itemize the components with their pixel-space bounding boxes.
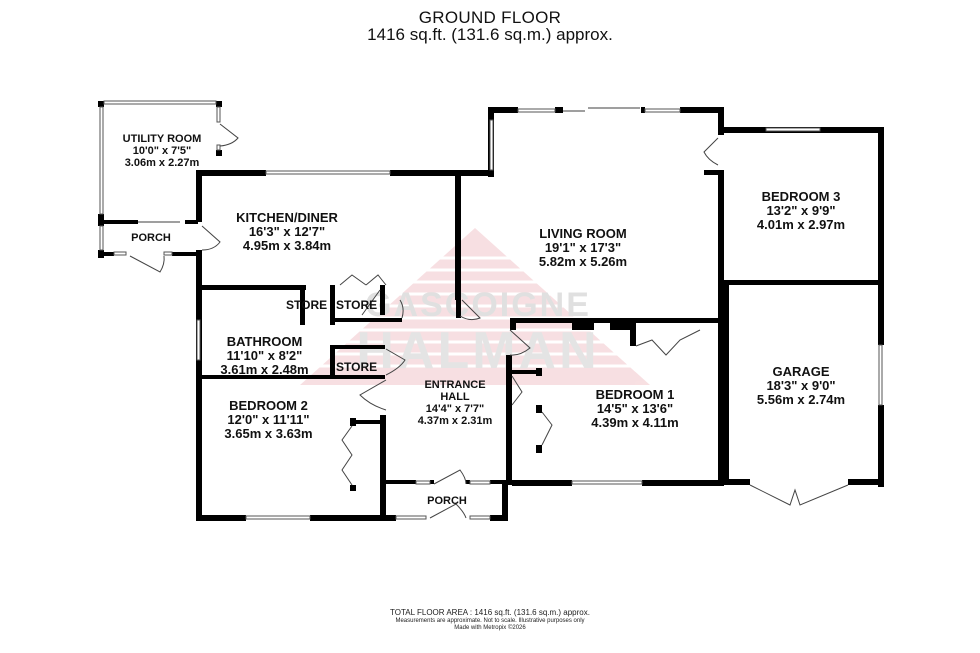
room-name: BATHROOM [226, 334, 303, 349]
room-bedroom-2: BEDROOM 2 12'0" x 11'11" 3.65m x 3.63m [206, 399, 331, 441]
room-name: BEDROOM 1 [595, 387, 675, 402]
room-bedroom-1: BEDROOM 1 14'5" x 13'6" 4.39m x 4.11m [570, 388, 700, 430]
watermark-logo: GASCOIGNE HALMAN [290, 228, 670, 385]
room-name-2: HALL [440, 391, 470, 403]
room-imperial: 14'5" x 13'6" [596, 401, 674, 416]
room-imperial: 19'1" x 17'3" [544, 240, 622, 255]
room-imperial: 12'0" x 11'11" [227, 412, 310, 427]
room-metric: 5.56m x 2.74m [756, 392, 846, 407]
room-imperial: 16'3" x 12'7" [248, 224, 326, 239]
credit: Made with Metropix ©2026 [454, 625, 526, 631]
room-metric: 4.01m x 2.97m [756, 217, 846, 232]
room-metric: 3.65m x 3.63m [224, 426, 313, 441]
room-utility: UTILITY ROOM 10'0" x 7'5" 3.06m x 2.27m [112, 133, 212, 169]
room-imperial: 10'0" x 7'5" [132, 145, 192, 157]
disclaimer: Measurements are approximate. Not to sca… [395, 618, 585, 624]
floor-title: GROUND FLOOR [418, 8, 562, 27]
room-garage: GARAGE 18'3" x 9'0" 5.56m x 2.74m [736, 365, 866, 407]
room-name: BEDROOM 3 [761, 189, 841, 204]
room-metric: 4.37m x 2.31m [417, 415, 493, 427]
room-store-1: STORE [286, 298, 328, 312]
room-name: BEDROOM 2 [229, 398, 308, 413]
total-floor-area: TOTAL FLOOR AREA : 1416 sq.ft. (131.6 sq… [390, 608, 590, 617]
room-name: KITCHEN/DINER [236, 210, 338, 225]
room-bathroom: BATHROOM 11'10" x 8'2" 3.61m x 2.48m [202, 335, 327, 377]
floor-area: 1416 sq.ft. (131.6 sq.m.) approx. [367, 25, 613, 44]
room-name: ENTRANCE [424, 379, 486, 391]
room-imperial: 14'4" x 7'7" [425, 403, 485, 415]
room-imperial: 11'10" x 8'2" [226, 348, 303, 363]
room-name: PORCH [131, 232, 171, 244]
room-name: LIVING ROOM [539, 226, 627, 241]
room-metric: 4.95m x 3.84m [242, 238, 332, 253]
room-name: UTILITY ROOM [122, 133, 202, 145]
room-imperial: 13'2" x 9'9" [766, 203, 836, 218]
room-porch-side: PORCH [118, 232, 184, 244]
room-metric: 3.61m x 2.48m [220, 362, 309, 377]
room-living: LIVING ROOM 19'1" x 17'3" 5.82m x 5.26m [518, 227, 648, 269]
room-porch-front: PORCH [412, 495, 482, 507]
room-entrance-hall: ENTRANCE HALL 14'4" x 7'7" 4.37m x 2.31m [395, 379, 515, 427]
room-kitchen: KITCHEN/DINER 16'3" x 12'7" 4.95m x 3.84… [222, 211, 352, 253]
svg-text:HALMAN: HALMAN [356, 322, 599, 380]
room-bedroom-3: BEDROOM 3 13'2" x 9'9" 4.01m x 2.97m [736, 190, 866, 232]
room-name: PORCH [427, 495, 467, 507]
room-metric: 4.39m x 4.11m [591, 415, 679, 430]
room-imperial: 18'3" x 9'0" [766, 378, 836, 393]
room-name: GARAGE [772, 364, 830, 379]
room-store-2: STORE [336, 298, 378, 312]
room-store-3: STORE [336, 360, 378, 374]
room-metric: 5.82m x 5.26m [538, 254, 628, 269]
room-metric: 3.06m x 2.27m [124, 157, 200, 169]
